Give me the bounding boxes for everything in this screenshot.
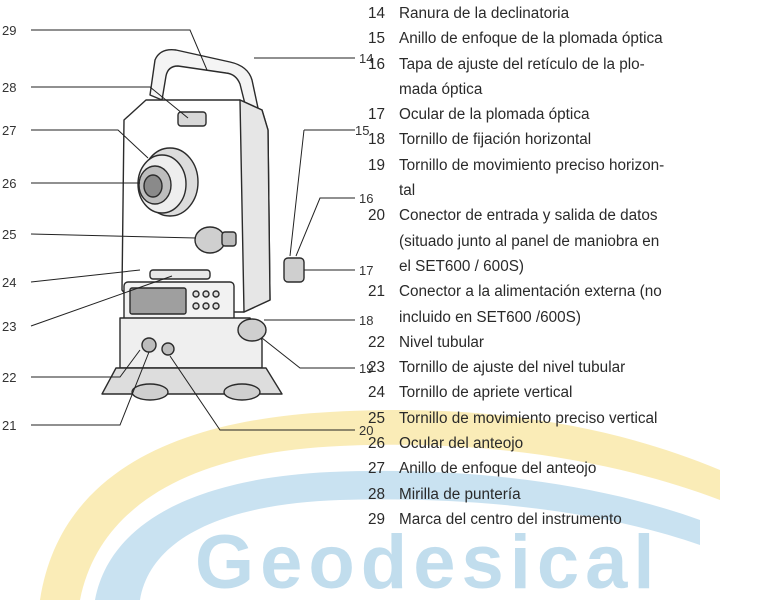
callout-23: 23 (2, 319, 16, 334)
display-screen (129, 287, 187, 315)
sight (177, 111, 207, 127)
watermark-swoosh-yellow (40, 410, 720, 600)
legend-number: 23 (368, 359, 386, 377)
carrying-handle (149, 49, 259, 109)
legend-number: 21 (368, 283, 386, 301)
legend-number: 22 (368, 333, 386, 351)
legend-number: 28 (368, 485, 386, 503)
legend-number: 27 (368, 460, 386, 478)
base-housing (119, 317, 263, 369)
leader-lines (30, 29, 355, 431)
callout-22: 22 (2, 370, 16, 385)
legend-number: 18 (368, 131, 386, 149)
callout-27: 27 (2, 123, 16, 138)
legend-number: 25 (368, 409, 386, 427)
vertical-fine-motion-knob (194, 226, 226, 254)
watermark-swoosh-blue (95, 470, 700, 600)
legend-number: 20 (368, 207, 386, 225)
callout-17: 17 (359, 263, 373, 278)
callout-24: 24 (2, 275, 16, 290)
legend-number: 24 (368, 384, 386, 402)
callout-18: 18 (359, 313, 373, 328)
total-station-instrument (101, 49, 305, 401)
callout-numbers: 29 28 27 26 25 24 23 22 21 14 15 16 17 1… (2, 23, 373, 438)
legend-number: 15 (368, 30, 386, 48)
legend-number: 16 (368, 55, 386, 73)
callout-25: 25 (2, 227, 16, 242)
legend-number: 17 (368, 106, 386, 124)
watermark-text: Geodesical (195, 520, 661, 600)
callout-19: 19 (359, 361, 373, 376)
callout-28: 28 (2, 80, 16, 95)
data-io-connector (161, 342, 175, 356)
callout-21: 21 (2, 418, 16, 433)
legend-number: 29 (368, 510, 386, 528)
legend-number: 19 (368, 156, 386, 174)
total-station-diagram: 29 28 27 26 25 24 23 22 21 14 15 16 17 1… (2, 23, 373, 438)
callout-16: 16 (359, 191, 373, 206)
external-power-connector (141, 337, 157, 353)
plate-level (149, 269, 211, 280)
legend-number: 14 (368, 5, 386, 22)
optical-plummet-eyepiece (283, 257, 305, 283)
legend-number: 26 (368, 435, 386, 453)
callout-15: 15 (355, 123, 369, 138)
horizontal-clamp-screw (237, 318, 267, 342)
callout-20: 20 (359, 423, 373, 438)
callout-29: 29 (2, 23, 16, 38)
callout-14: 14 (359, 51, 373, 66)
callout-26: 26 (2, 176, 16, 191)
